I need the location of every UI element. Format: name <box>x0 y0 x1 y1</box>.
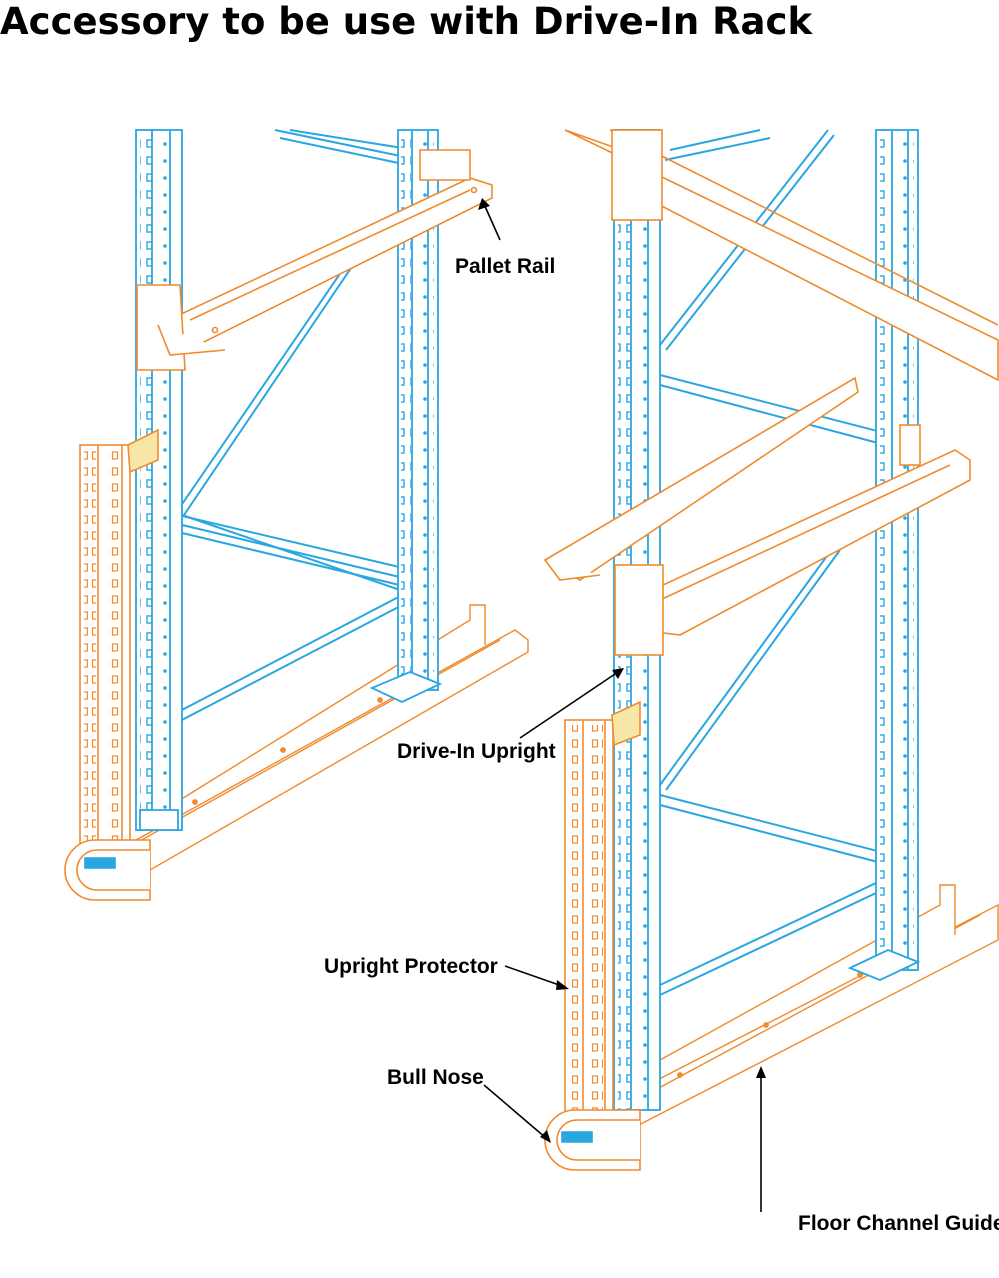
floor-channel-guide-arrowhead <box>756 1066 766 1078</box>
callouts <box>478 198 766 1212</box>
pallet-rail-right-top <box>564 129 999 382</box>
bull-nose-label: Bull Nose <box>387 1066 484 1089</box>
pallet-rail-leader <box>483 203 501 241</box>
callout-labels: Pallet Rail Drive-In Upright Upright Pro… <box>324 255 999 1235</box>
upright-protector-arrowhead <box>556 980 569 990</box>
upright-protector-label: Upright Protector <box>324 955 498 978</box>
drive-in-upright-arrowhead <box>612 668 624 679</box>
pallet-rail-label: Pallet Rail <box>455 255 555 278</box>
pallet-rail-right-lower <box>543 376 971 656</box>
upright-protector-leader <box>504 965 563 987</box>
drive-in-upright-label: Drive-In Upright <box>397 740 556 763</box>
upright-protector-left <box>79 428 159 866</box>
upright-protector-right <box>564 700 641 1141</box>
right-rear-upright <box>847 129 921 981</box>
floor-channel-guide-label: Floor Channel Guide <box>798 1212 999 1235</box>
pallet-rail-arrowhead <box>478 198 490 210</box>
right-rack <box>543 129 999 1171</box>
bracing-left <box>177 129 416 723</box>
left-front-upright <box>135 129 183 831</box>
bull-nose-arrowhead <box>540 1130 551 1143</box>
page-title: Accessory to be use with Drive-In Rack <box>0 0 813 43</box>
bull-nose-left <box>64 839 151 901</box>
bull-nose-leader <box>483 1084 547 1139</box>
drive-in-upright-leader <box>519 671 619 739</box>
left-rack <box>64 129 529 901</box>
bull-nose-right <box>544 1109 641 1171</box>
pallet-rail-left <box>136 149 493 371</box>
